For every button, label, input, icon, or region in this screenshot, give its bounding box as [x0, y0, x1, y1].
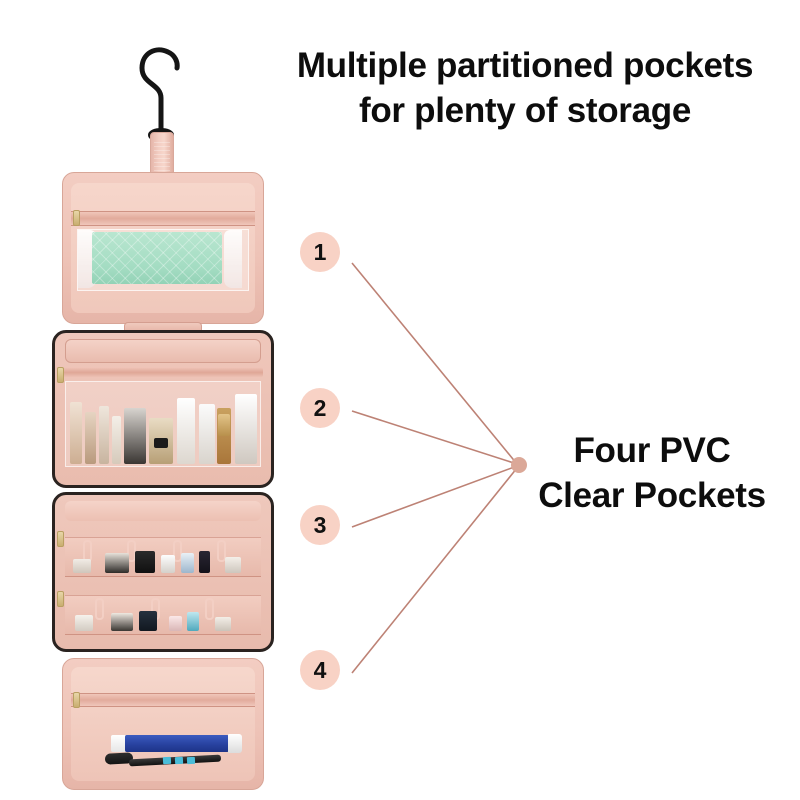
zipper-pull — [73, 692, 80, 708]
elastic-loop — [205, 598, 214, 620]
clear-pvc-window-1 — [77, 229, 249, 291]
mint-garment — [92, 232, 222, 284]
connector-line-3 — [351, 465, 518, 528]
zipper-pull — [57, 367, 64, 383]
toothpaste-tail — [228, 734, 242, 753]
perfume-label — [154, 438, 168, 448]
cosmetic-bottle — [112, 416, 121, 464]
feature-label-line-2: Clear Pockets — [538, 475, 766, 515]
headline: Multiple partitioned pockets for plenty … — [255, 44, 795, 134]
pocket-1-number: 1 — [313, 238, 327, 265]
elastic-loop-row — [65, 595, 261, 635]
feature-label-line-1: Four PVC — [573, 431, 731, 470]
toothbrush-accent — [174, 756, 184, 765]
zipper-pull — [57, 531, 64, 547]
cosmetic-item — [199, 551, 210, 573]
cosmetic-item — [187, 612, 199, 631]
connector-line-1 — [351, 262, 518, 465]
product-image-hanging-toiletry-bag — [38, 40, 288, 790]
product-section-1 — [62, 172, 264, 324]
cosmetic-item — [225, 557, 241, 573]
cosmetic-item — [215, 617, 231, 631]
hanging-hook-icon — [126, 40, 196, 142]
connector-line-4 — [351, 467, 518, 674]
cosmetic-item — [169, 616, 182, 631]
product-section-2 — [52, 330, 274, 488]
serum-bottle — [235, 394, 257, 464]
elastic-loop — [95, 598, 104, 620]
pocket-4-marker[interactable]: 4 — [300, 650, 340, 690]
toothpaste-cap — [111, 735, 126, 752]
section-2-lid — [65, 339, 261, 363]
gold-cap — [218, 414, 230, 436]
cosmetic-item — [181, 553, 194, 573]
pocket-1-marker[interactable]: 1 — [300, 232, 340, 272]
cosmetic-item — [161, 555, 175, 573]
connector-line-2 — [351, 410, 518, 465]
cosmetic-bottle — [70, 402, 82, 464]
cosmetic-item — [135, 551, 155, 573]
clear-pvc-window-2 — [65, 381, 261, 467]
pocket-2-marker[interactable]: 2 — [300, 388, 340, 428]
product-section-4 — [62, 658, 264, 790]
section-3-lid — [65, 501, 261, 521]
zipper-strip — [71, 211, 255, 226]
toothbrush-accent — [162, 756, 172, 765]
toothpaste-tube — [125, 735, 229, 752]
cosmetic-item — [111, 613, 133, 631]
cosmetic-item — [75, 615, 93, 631]
cosmetic-bottle — [85, 412, 96, 464]
lace-fabric-right — [224, 230, 242, 288]
toothbrush-accent — [186, 756, 196, 765]
zipper-strip — [71, 693, 255, 707]
lace-fabric-left — [78, 230, 96, 288]
cosmetic-bottle — [99, 406, 109, 464]
lotion-bottle — [177, 398, 195, 464]
pocket-4-number: 4 — [313, 656, 327, 683]
pocket-2-number: 2 — [313, 394, 327, 421]
lotion-bottle — [199, 404, 215, 464]
elastic-loop — [217, 540, 226, 562]
cosmetic-item — [139, 611, 157, 631]
elastic-loop — [173, 540, 182, 562]
zipper-pull — [73, 210, 80, 226]
pocket-3-marker[interactable]: 3 — [300, 505, 340, 545]
mirror-compact — [124, 408, 146, 464]
headline-line-1: Multiple partitioned pockets — [296, 46, 754, 85]
pocket-3-number: 3 — [313, 511, 327, 538]
elastic-loop-row — [65, 537, 261, 577]
cosmetic-item — [105, 553, 129, 573]
headline-line-2: for plenty of storage — [358, 90, 692, 130]
zipper-pull — [57, 591, 64, 607]
product-section-3 — [52, 492, 274, 652]
feature-label: Four PVC Clear Pockets — [516, 429, 788, 519]
cosmetic-item — [73, 559, 91, 573]
zipper-strip — [63, 367, 263, 378]
